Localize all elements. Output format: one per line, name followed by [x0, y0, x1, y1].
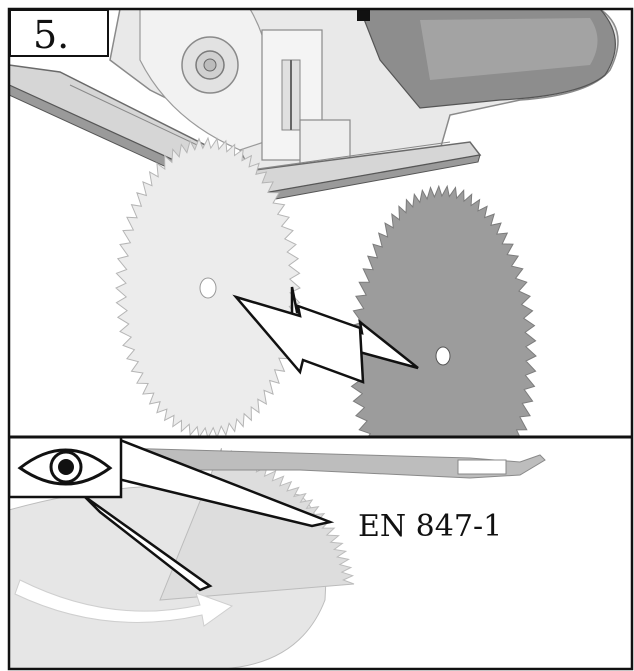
rotation-arrow-icon [14, 579, 234, 627]
eye-icon [9, 437, 123, 499]
standard-label: EN 847-1 [358, 509, 503, 544]
saw-blade-old [115, 136, 301, 437]
bottom-panel [9, 437, 546, 669]
step-number-box: 5. [9, 9, 109, 57]
circular-saw [109, 9, 619, 171]
swap-arrows-icon [232, 286, 419, 384]
top-panel [9, 9, 619, 437]
step-number: 5. [33, 13, 70, 57]
outer-border [7, 7, 634, 671]
